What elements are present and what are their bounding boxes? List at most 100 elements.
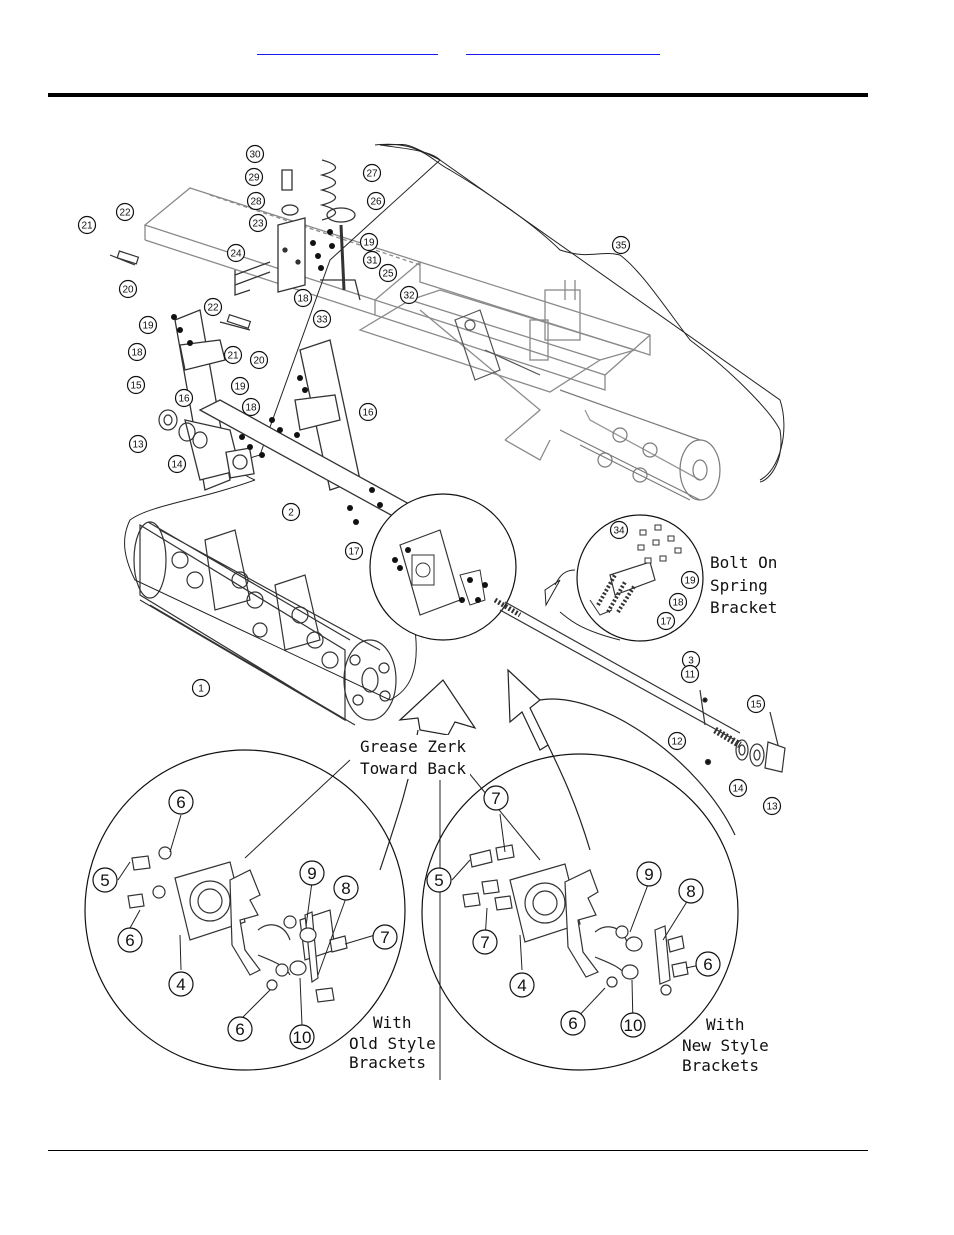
callout-small-27-label: 27 (366, 169, 378, 180)
callout-small-28: 28 (248, 193, 265, 210)
callout-large-7: 7 (473, 930, 497, 954)
callout-small-29-label: 29 (248, 173, 260, 184)
callout-small-35: 35 (613, 237, 630, 254)
callout-small-33: 33 (314, 311, 331, 328)
callout-small-35-label: 35 (615, 241, 627, 252)
callout-small-16: 16 (360, 404, 377, 421)
callout-small-13-label: 13 (766, 802, 778, 813)
callout-large-4: 4 (510, 973, 534, 997)
callout-large-9-label: 9 (644, 865, 653, 884)
callout-small-17: 17 (346, 543, 363, 560)
callout-small-2-label: 2 (288, 508, 294, 519)
callout-small-22: 22 (117, 204, 134, 221)
callout-small-16: 16 (176, 390, 193, 407)
callout-large-6-label: 6 (176, 793, 185, 812)
callout-small-23: 23 (250, 215, 267, 232)
callout-large-8-label: 8 (341, 879, 350, 898)
callout-small-16-label: 16 (362, 408, 374, 419)
caption-old-style-line-1: With (373, 1013, 412, 1032)
callout-small-20: 20 (120, 281, 137, 298)
callout-small-12-label: 12 (671, 737, 683, 748)
callout-small-22-label: 22 (207, 303, 219, 314)
callout-small-12: 12 (669, 733, 686, 750)
callout-small-21: 21 (225, 347, 242, 364)
bracket-detail (370, 494, 516, 640)
callout-small-18: 18 (129, 344, 146, 361)
callout-small-15-label: 15 (750, 700, 762, 711)
callout-large-4-label: 4 (517, 976, 526, 995)
callout-small-32: 32 (401, 287, 418, 304)
callout-small-24-label: 24 (230, 249, 242, 260)
callout-large-9: 9 (637, 862, 661, 886)
callout-small-14: 14 (730, 780, 747, 797)
callout-small-18-label: 18 (245, 403, 257, 414)
callout-small-19: 19 (140, 317, 157, 334)
callout-small-20-label: 20 (253, 356, 265, 367)
caption-grease-line-2: Toward Back (360, 759, 466, 778)
callout-small-2: 2 (283, 504, 300, 521)
callout-small-19-label: 19 (142, 321, 154, 332)
callout-large-10: 10 (621, 1013, 645, 1037)
callout-small-11-label: 11 (685, 670, 696, 681)
caption-grease-line-1: Grease Zerk (360, 737, 466, 756)
callout-large-7-label: 7 (480, 933, 489, 952)
callout-large-6: 6 (561, 1011, 585, 1035)
caption-old-style-line-2: Old Style (349, 1034, 436, 1053)
callout-small-25: 25 (380, 265, 397, 282)
callout-large-8: 8 (679, 879, 703, 903)
callout-small-19-label: 19 (234, 382, 246, 393)
callout-small-15: 15 (748, 696, 765, 713)
callout-small-17-label: 17 (348, 547, 360, 558)
callout-large-6-label: 6 (125, 931, 134, 950)
callout-large-4: 4 (169, 972, 193, 996)
callout-small-19: 19 (682, 572, 699, 589)
callout-large-8: 8 (334, 876, 358, 900)
callout-small-14-label: 14 (732, 784, 744, 795)
caption-new-style-line-3: Brackets (682, 1056, 759, 1075)
caption-new-style-line-2: New Style (682, 1036, 769, 1055)
callout-small-20: 20 (251, 352, 268, 369)
callout-large-5-label: 5 (100, 871, 109, 890)
callout-small-25-label: 25 (382, 269, 394, 280)
caption-bolt-on-line-1: Bolt On (710, 553, 777, 572)
callout-small-21-label: 21 (81, 221, 93, 232)
callout-small-14-label: 14 (171, 460, 183, 471)
callout-small-1-label: 1 (198, 684, 204, 695)
callout-large-4-label: 4 (176, 975, 185, 994)
callout-small-13: 13 (130, 436, 147, 453)
callout-large-7: 7 (484, 786, 508, 810)
callout-small-15: 15 (128, 377, 145, 394)
callout-small-26: 26 (368, 193, 385, 210)
callout-small-19: 19 (361, 234, 378, 251)
callout-small-15-label: 15 (130, 381, 142, 392)
callout-small-31: 31 (364, 252, 381, 269)
callout-large-6-label: 6 (235, 1020, 244, 1039)
caption-new-style-line-1: With (706, 1015, 745, 1034)
callout-small-18-label: 18 (672, 598, 684, 609)
callout-small-34-label: 34 (613, 526, 625, 537)
callout-large-8-label: 8 (686, 882, 695, 901)
callout-small-18: 18 (295, 290, 312, 307)
callout-small-1: 1 (193, 680, 210, 697)
callout-large-10: 10 (290, 1025, 314, 1049)
footer-rule (48, 1150, 868, 1151)
callout-small-30-label: 30 (249, 150, 261, 161)
callout-small-24: 24 (228, 245, 245, 262)
callout-small-22: 22 (205, 299, 222, 316)
callout-large-7-label: 7 (380, 928, 389, 947)
callout-large-6: 6 (228, 1017, 252, 1041)
callout-small-26-label: 26 (370, 197, 382, 208)
callout-small-11: 11 (682, 666, 699, 683)
caption-bolt-on-line-3: Bracket (710, 598, 777, 617)
caption-grease: Grease Zerk Toward Back (355, 735, 470, 779)
callout-large-6-label: 6 (703, 955, 712, 974)
callout-small-20-label: 20 (122, 285, 134, 296)
callout-small-21: 21 (79, 217, 96, 234)
callout-small-29: 29 (246, 169, 263, 186)
callout-small-19-label: 19 (363, 238, 375, 249)
callout-large-10-label: 10 (293, 1028, 312, 1047)
callout-small-34: 34 (611, 522, 628, 539)
callout-small-13: 13 (764, 798, 781, 815)
callout-large-5: 5 (93, 868, 117, 892)
